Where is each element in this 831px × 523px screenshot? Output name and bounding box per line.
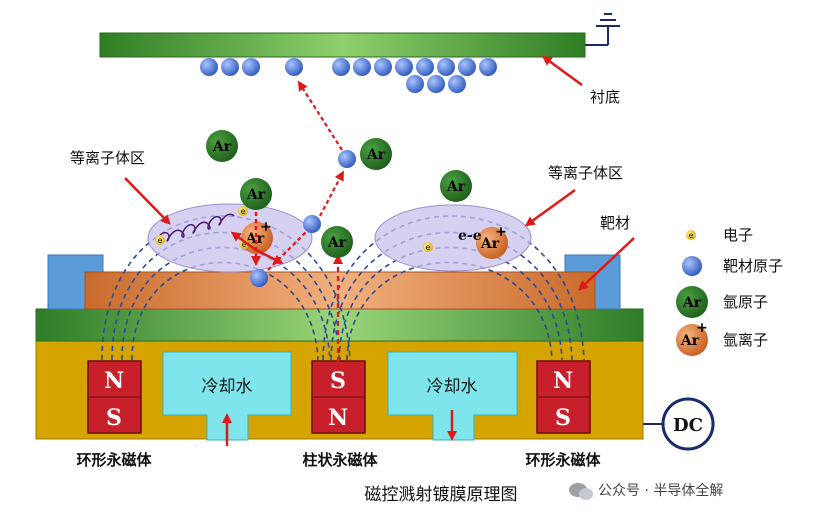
magnet-center-bottom-pole: N (328, 405, 348, 431)
svg-text:e: e (158, 236, 163, 245)
magnet-center-top-pole: S (330, 368, 346, 394)
svg-text:e: e (242, 240, 247, 249)
plasma-right-arrow (524, 188, 576, 227)
target-atom (250, 269, 268, 287)
svg-text:Ar: Ar (480, 236, 500, 252)
watermark-text: 公众号 · 半导体全解 (598, 482, 723, 499)
ejection-path (267, 231, 307, 271)
column-magnet-label: 柱状永磁体 (302, 451, 378, 469)
wechat-icon (569, 483, 593, 500)
electron: e (155, 235, 165, 245)
substrate-plate (99, 32, 586, 58)
argon-atom-icon: Ar (676, 286, 708, 318)
svg-text:+: + (495, 224, 507, 240)
dc-label: DC (673, 415, 703, 436)
svg-text:Ar: Ar (680, 333, 700, 349)
argon-atom: Ar (360, 138, 392, 170)
argon-atom: Ar (321, 226, 353, 258)
legend-argon-ion-label: 氩离子 (723, 331, 768, 349)
electron: e (423, 242, 433, 252)
svg-text:e: e (426, 243, 431, 252)
svg-text:Ar: Ar (446, 179, 466, 195)
substrate-label: 衬底 (590, 88, 620, 106)
plasma-right-label: 等离子体区 (548, 164, 623, 182)
ejection-path (297, 80, 343, 151)
magnet-right-top-pole: N (553, 368, 573, 394)
svg-text:Ar: Ar (366, 147, 386, 163)
legend-target-atom-label: 靶材原子 (723, 257, 783, 275)
svg-text:Ar: Ar (245, 231, 265, 247)
cooling-channel-right: 冷却水 (387, 351, 518, 441)
magnet-right-bottom-pole: S (555, 405, 571, 431)
ring-magnet-left: N S (87, 360, 142, 434)
column-magnet: S N (311, 360, 366, 434)
target-arrow (578, 237, 635, 291)
substrate-arrow (541, 55, 583, 87)
legend-argon-atom-label: 氩原子 (723, 293, 768, 311)
magnet-left-top-pole: N (104, 368, 124, 394)
legend-electron-label: 电子 (723, 226, 753, 244)
ring-magnet-right-label: 环形永磁体 (525, 451, 601, 469)
electron-spiral-path (157, 213, 235, 242)
electron-icon: e (686, 230, 696, 240)
ring-magnet-right: N S (536, 360, 591, 434)
electron: e (238, 206, 248, 216)
cooling-water-left-label: 冷却水 (202, 377, 253, 397)
electron-pair: e-e (458, 228, 482, 244)
legend: e 电子 靶材原子 Ar 氩原子 Ar + 氩离子 (676, 226, 783, 356)
target-atom (338, 150, 356, 168)
argon-ion-icon: Ar + (676, 320, 708, 356)
plasma-left-label: 等离子体区 (70, 149, 145, 167)
target-atom-icon (682, 256, 702, 276)
plasma-region-right (374, 204, 532, 272)
plasma-left-arrow (124, 177, 171, 225)
argon-ion: Ar + (476, 224, 508, 259)
target-label: 靶材 (600, 214, 630, 232)
diagram-caption: 磁控溅射镀膜原理图 (365, 485, 518, 505)
svg-text:Ar: Ar (246, 187, 266, 203)
svg-text:e: e (689, 231, 694, 240)
svg-text:Ar: Ar (327, 235, 347, 251)
argon-atom: Ar (240, 178, 272, 210)
dc-power-icon (661, 397, 715, 451)
backing-plate (35, 308, 644, 342)
svg-text:Ar: Ar (212, 139, 232, 155)
ground-icon (585, 13, 620, 46)
deposited-atoms (200, 58, 497, 93)
magnet-left-bottom-pole: S (106, 405, 122, 431)
svg-text:+: + (696, 320, 708, 336)
ring-magnet-left-label: 环形永磁体 (76, 451, 152, 469)
svg-text:Ar: Ar (682, 295, 702, 311)
ejection-path (319, 170, 344, 217)
cooling-water-right-label: 冷却水 (427, 377, 478, 397)
target-atom (303, 215, 321, 233)
sputter-arrows (230, 212, 284, 266)
svg-text:e: e (241, 207, 246, 216)
svg-text:+: + (260, 219, 272, 235)
cooling-channel-left: 冷却水 (162, 351, 292, 446)
plasma-region-left (147, 203, 313, 273)
target-plate (84, 271, 596, 310)
argon-atom: Ar (440, 170, 472, 202)
argon-atom: Ar (206, 130, 238, 162)
